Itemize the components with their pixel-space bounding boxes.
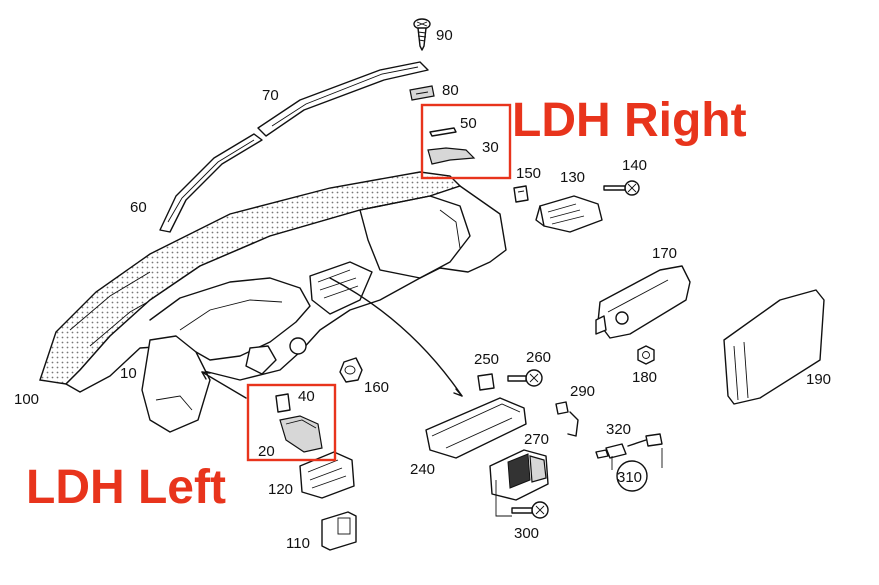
part-70-trim-strip: [257, 61, 429, 137]
part-320-lock-cylinder: [595, 443, 627, 459]
label-250: 250: [474, 351, 499, 368]
part-100-dashboard: [39, 171, 507, 433]
part-160-grommet: [339, 357, 363, 383]
label-140: 140: [622, 157, 647, 174]
part-140-screw: [603, 180, 640, 196]
ldh-left-label: LDH Left: [26, 461, 226, 514]
part-300-screw: [495, 480, 549, 519]
label-100: 100: [14, 391, 39, 408]
label-240: 240: [410, 461, 435, 478]
label-270: 270: [524, 431, 549, 448]
part-260-screw: [507, 369, 543, 387]
label-30: 30: [482, 139, 499, 156]
label-10: 10: [120, 365, 137, 382]
part-270-switch-block: [489, 449, 549, 501]
part-60-trim-strip: [159, 133, 263, 233]
part-250-clip: [477, 373, 495, 391]
part-190-airbag-cover: [723, 289, 825, 405]
label-20: 20: [258, 443, 275, 460]
label-90: 90: [436, 27, 453, 44]
label-160: 160: [364, 379, 389, 396]
part-310-key: [611, 433, 663, 492]
ldh-right-callout: LDH Right: [420, 94, 747, 180]
label-80: 80: [442, 82, 459, 99]
part-170-airbag-module: [595, 265, 691, 339]
ldh-left-callout: LDH Left: [26, 383, 337, 514]
label-110: 110: [286, 535, 310, 552]
label-60: 60: [130, 199, 147, 216]
part-180-nut: [637, 345, 655, 365]
label-40: 40: [298, 388, 315, 405]
ldh-right-label: LDH Right: [512, 94, 747, 147]
label-310: 310: [617, 469, 642, 486]
ldh-left-box: [246, 383, 337, 462]
part-80-clip: [409, 85, 435, 101]
label-170: 170: [652, 245, 677, 262]
label-320: 320: [606, 421, 631, 438]
label-300: 300: [514, 525, 539, 542]
part-290-clip: [555, 401, 579, 437]
label-180: 180: [632, 369, 657, 386]
part-20-cover: [279, 415, 323, 453]
label-120: 120: [268, 481, 293, 498]
part-150-clip: [513, 185, 529, 203]
part-30-cover: [427, 147, 476, 165]
label-150: 150: [516, 165, 541, 182]
leader-lines: [201, 277, 463, 399]
part-130-air-vent: [535, 195, 603, 233]
part-50-strip: [429, 127, 457, 137]
label-290: 290: [570, 383, 595, 400]
part-240-storage-tray: [425, 397, 527, 459]
ldh-right-box: [420, 103, 512, 180]
label-130: 130: [560, 169, 585, 186]
part-90-screw: [413, 18, 431, 51]
label-190: 190: [806, 371, 831, 388]
part-40-strip: [275, 393, 291, 413]
label-260: 260: [526, 349, 551, 366]
part-110-switch-panel: [321, 511, 357, 551]
label-50: 50: [460, 115, 477, 132]
label-70: 70: [262, 87, 279, 104]
part-number-labels: 90 80 70 60 50 30 150 130 140 170 180 19…: [14, 27, 831, 552]
